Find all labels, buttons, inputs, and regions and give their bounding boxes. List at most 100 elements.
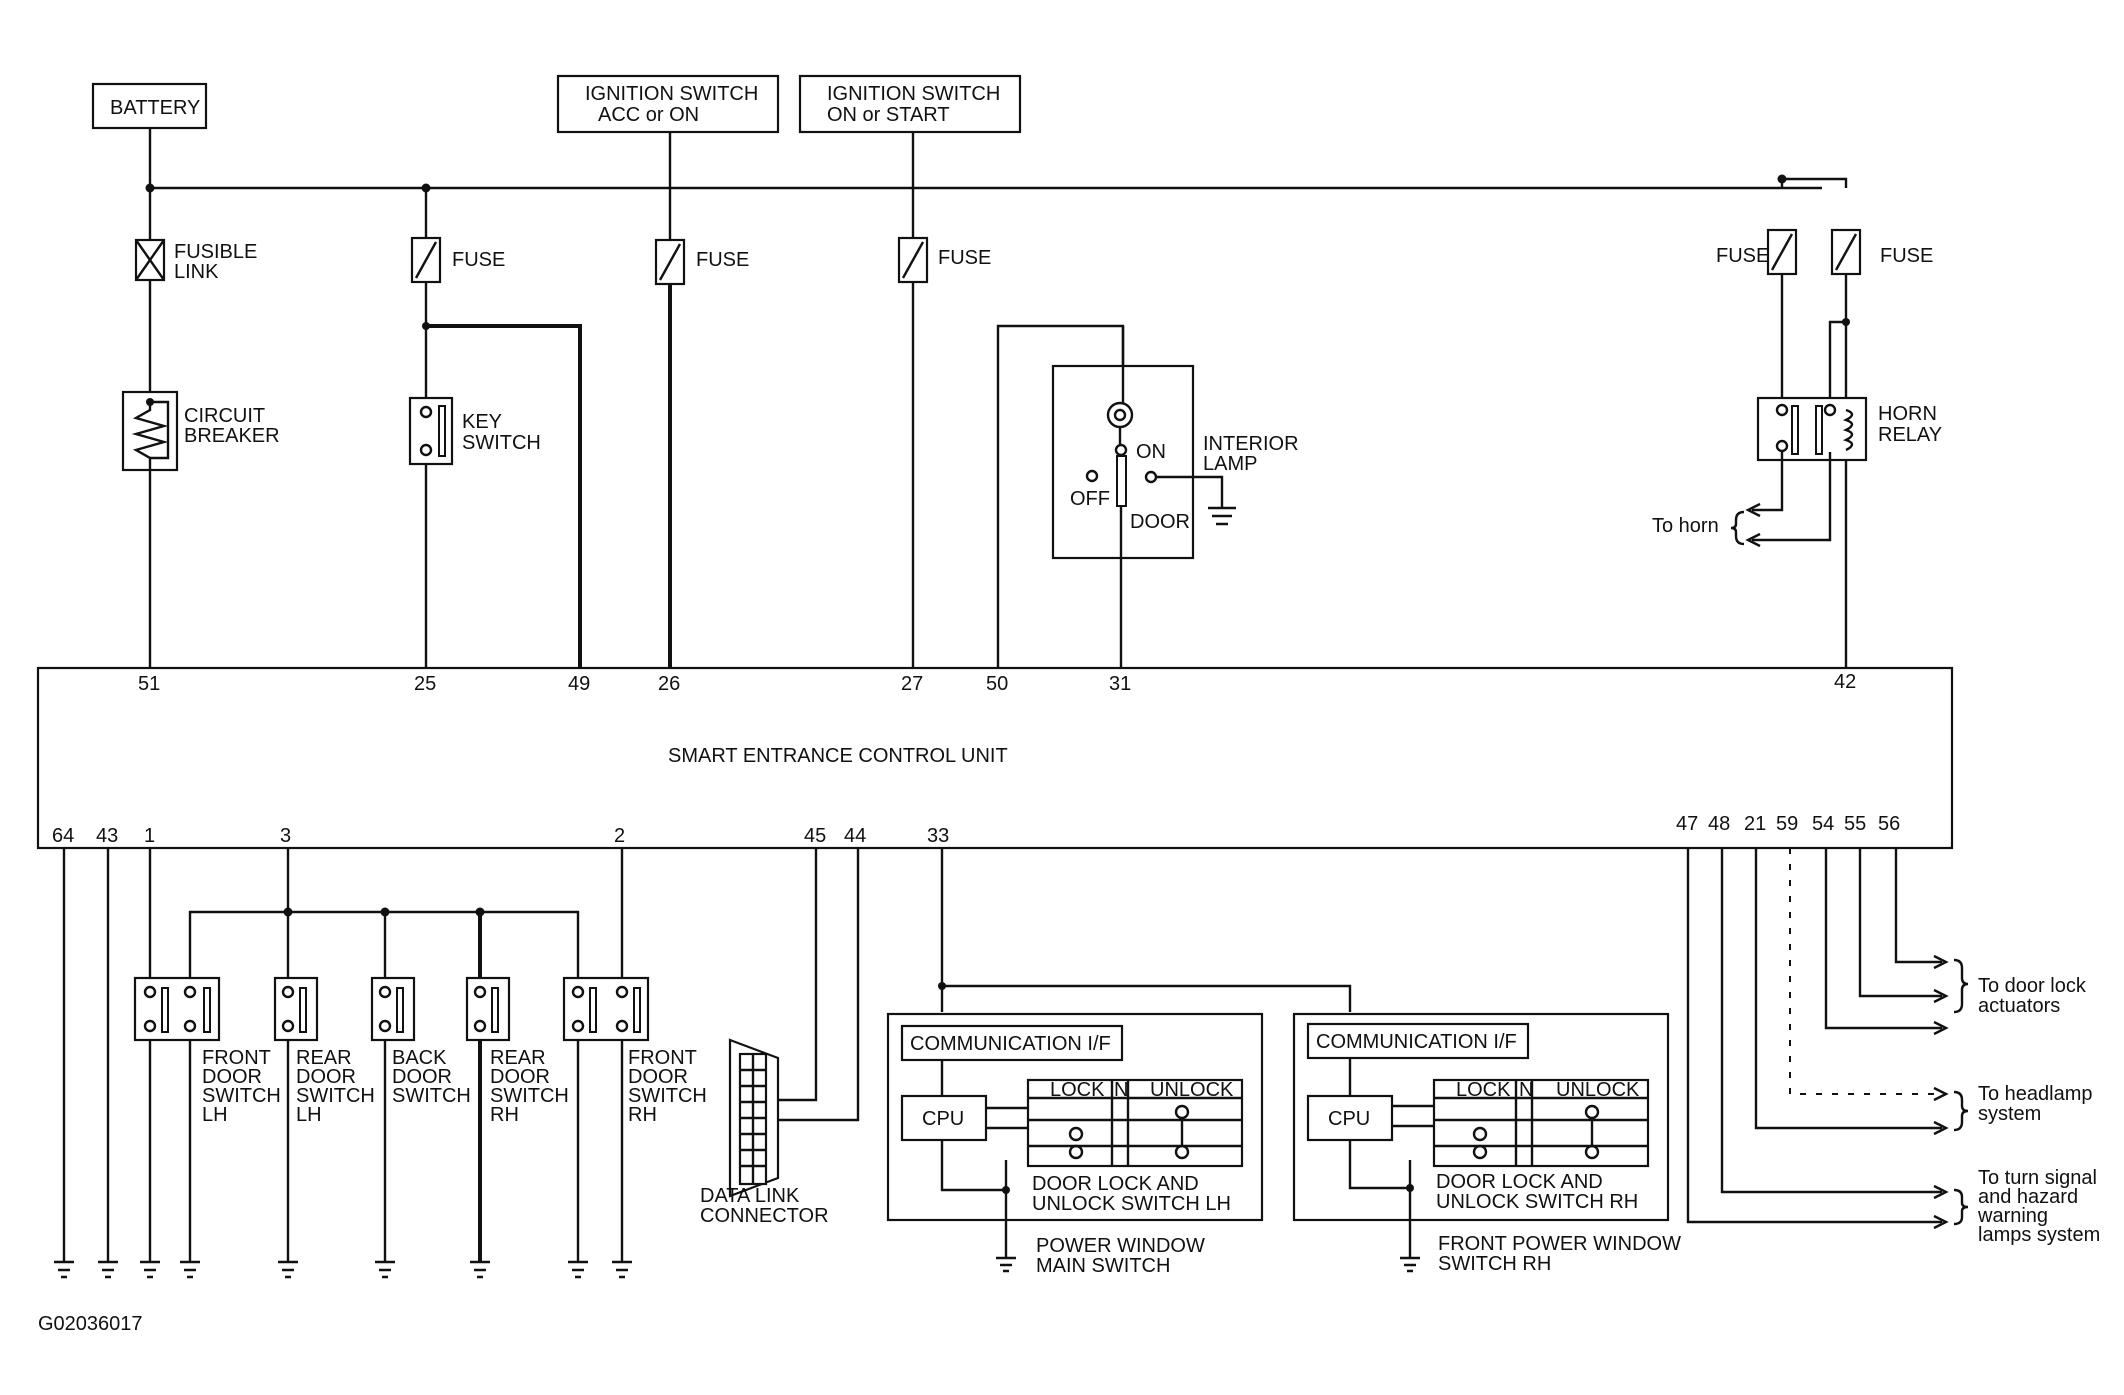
pin-label: 25: [414, 673, 436, 695]
door-switch-label: REAR: [490, 1047, 546, 1069]
lock-label: LOCK: [1050, 1079, 1105, 1101]
pin-label: 44: [844, 825, 866, 847]
breaker-label-2: BREAKER: [184, 425, 280, 447]
door-switch-label: SWITCH: [202, 1085, 281, 1107]
front-power-window-switch-rh: COMMUNICATION I/F CPU LOCK N UNLOCK DOOR…: [1292, 1012, 1681, 1275]
top-pin-labels: 51 25 49 26 27 50 31 42: [138, 671, 1856, 695]
door-switch-label: DOOR: [628, 1066, 688, 1088]
fusible-label-1: FUSIBLE: [174, 241, 257, 263]
turn-signal-label-4: lamps system: [1978, 1224, 2100, 1246]
fuse-label: FUSE: [1716, 245, 1769, 267]
door-switch-label: DOOR: [296, 1066, 356, 1088]
pin-label: 2: [614, 825, 625, 847]
bottom-pin-labels: 64 43 1 3 2 45 44 33 47 48 21 59 54 55 5…: [52, 813, 1900, 847]
power-window-main-switch: COMMUNICATION I/F CPU LOCK N UNLOCK DOOR…: [886, 1012, 1264, 1277]
door-switch-label: BACK: [392, 1047, 447, 1069]
output-lines: [1686, 848, 1969, 1230]
pin-label: 54: [1812, 813, 1834, 835]
interior-lamp: ON OFF DOOR INTERIOR LAMP: [996, 324, 1299, 668]
n-label: N: [1114, 1079, 1128, 1101]
switch-label-2: UNLOCK SWITCH LH: [1032, 1193, 1231, 1215]
pw-main-label-1: POWER WINDOW: [1036, 1235, 1205, 1257]
battery-label: BATTERY: [110, 97, 200, 119]
comm-if-label: COMMUNICATION I/F: [910, 1033, 1111, 1055]
pin-label: 64: [52, 825, 74, 847]
control-unit-name: SMART ENTRANCE CONTROL UNIT: [668, 745, 1008, 767]
output-labels: To door lock actuators To headlamp syste…: [1977, 975, 2100, 1246]
ignition-switch-on-start: IGNITION SWITCH ON or START: [798, 74, 1022, 134]
to-horn-label: To horn: [1652, 515, 1719, 537]
key-switch-label-1: KEY: [462, 411, 502, 433]
pin-label: 56: [1878, 813, 1900, 835]
pin-label: 59: [1776, 813, 1798, 835]
switch-label-1: DOOR LOCK AND: [1032, 1173, 1199, 1195]
lamp-off-label: OFF: [1070, 488, 1110, 510]
turn-signal-label-2: and hazard: [1978, 1186, 2078, 1208]
interior-lamp-label-1: INTERIOR: [1203, 433, 1299, 455]
smart-entrance-control-unit: SMART ENTRANCE CONTROL UNIT: [36, 666, 1954, 850]
fuse-ignition-on: FUSE: [897, 132, 991, 668]
door-switch-label: RH: [490, 1104, 519, 1126]
figure-id: G02036017: [38, 1313, 143, 1335]
pin-label: 42: [1834, 671, 1856, 693]
horn-relay-label-1: HORN: [1878, 403, 1937, 425]
pin-label: 51: [138, 673, 160, 695]
data-link-label-1: DATA LINK: [700, 1185, 800, 1207]
horn-relay-label-2: RELAY: [1878, 424, 1942, 446]
door-switch-label: DOOR: [202, 1066, 262, 1088]
door-switch-label: FRONT: [628, 1047, 697, 1069]
pw-rh-label-1: FRONT POWER WINDOW: [1438, 1233, 1681, 1255]
pw-rh-label-2: SWITCH RH: [1438, 1253, 1551, 1275]
key-switch-label-2: SWITCH: [462, 432, 541, 454]
n-label: N: [1519, 1079, 1533, 1101]
pin-label: 55: [1844, 813, 1866, 835]
ground-pins: [54, 848, 118, 1279]
data-link-label-2: CONNECTOR: [700, 1205, 829, 1227]
rear-door-switch-lh: REAR DOOR SWITCH LH: [273, 912, 375, 1279]
ignition-acc-label-1: IGNITION SWITCH: [585, 83, 758, 105]
cpu-label: CPU: [1328, 1108, 1370, 1130]
front-door-switch-rh: FRONT DOOR SWITCH RH: [562, 976, 707, 1279]
turn-signal-label-1: To turn signal: [1978, 1167, 2097, 1189]
door-switch-label: SWITCH: [628, 1085, 707, 1107]
door-switch-label: LH: [296, 1104, 322, 1126]
pin-label: 1: [144, 825, 155, 847]
pin-label: 33: [927, 825, 949, 847]
pin-label: 43: [96, 825, 118, 847]
ignition-on-label-1: IGNITION SWITCH: [827, 83, 1000, 105]
lamp-door-label: DOOR: [1130, 511, 1190, 533]
cpu-label: CPU: [922, 1108, 964, 1130]
interior-lamp-label-2: LAMP: [1203, 453, 1257, 475]
communication-bus: [938, 848, 1352, 1012]
door-switch-label: DOOR: [392, 1066, 452, 1088]
door-switch-label: SWITCH: [392, 1085, 471, 1107]
back-door-switch: BACK DOOR SWITCH: [370, 912, 471, 1279]
headlamp-label-1: To headlamp: [1978, 1083, 2093, 1105]
pin-label: 47: [1676, 813, 1698, 835]
lock-label: LOCK: [1456, 1079, 1511, 1101]
fusible-link: FUSIBLE LINK: [134, 188, 257, 283]
headlamp-label-2: system: [1978, 1103, 2041, 1125]
door-lock-label-1: To door lock: [1978, 975, 2087, 997]
door-switch-label: REAR: [296, 1047, 352, 1069]
pin-label: 21: [1744, 813, 1766, 835]
unlock-label: UNLOCK: [1150, 1079, 1234, 1101]
fuse-ignition-acc: FUSE: [654, 132, 749, 668]
fuse-label: FUSE: [1880, 245, 1933, 267]
switch-label-1: DOOR LOCK AND: [1436, 1171, 1603, 1193]
data-link-connector: DATA LINK CONNECTOR: [700, 848, 860, 1227]
circuit-breaker: CIRCUIT BREAKER: [121, 280, 280, 668]
comm-if-label: COMMUNICATION I/F: [1316, 1031, 1517, 1053]
pin-label: 26: [658, 673, 680, 695]
pin-label: 48: [1708, 813, 1730, 835]
door-lock-label-2: actuators: [1978, 995, 2060, 1017]
pin-label: 3: [280, 825, 291, 847]
ignition-switch-acc-on: IGNITION SWITCH ACC or ON: [556, 74, 780, 134]
battery-bus: [145, 128, 1848, 193]
fusible-label-2: LINK: [174, 261, 219, 283]
pin-label: 27: [901, 673, 923, 695]
pin-label: 45: [804, 825, 826, 847]
key-switch: KEY SWITCH: [408, 326, 541, 668]
turn-signal-label-3: warning: [1977, 1205, 2048, 1227]
